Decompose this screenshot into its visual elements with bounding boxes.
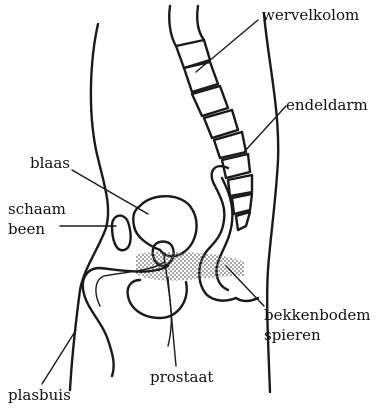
label-bekkenbodem-line1: bekkenbodem (264, 306, 371, 324)
penis-outline (83, 266, 168, 376)
label-wervelkolom: wervelkolom (262, 6, 359, 24)
scrotum-outline (128, 280, 187, 318)
anal-region (236, 298, 258, 301)
bladder (133, 196, 196, 256)
body-front-outline (70, 24, 108, 390)
leader-blaas (72, 170, 148, 214)
pelvic-floor-muscles (136, 252, 244, 281)
leader-endeldarm (244, 106, 286, 152)
label-schaambeen-line1: schaam (8, 200, 66, 218)
label-bekkenbodem-line2: spieren (264, 326, 321, 344)
label-endeldarm: endeldarm (286, 96, 368, 114)
spine-vertebrae (169, 6, 252, 230)
label-blaas: blaas (30, 154, 70, 172)
pubic-bone (112, 216, 131, 251)
label-prostaat: prostaat (150, 368, 213, 386)
leader-prostaat (168, 278, 176, 366)
label-schaambeen-line2: been (8, 220, 45, 238)
label-plasbuis: plasbuis (8, 386, 71, 404)
